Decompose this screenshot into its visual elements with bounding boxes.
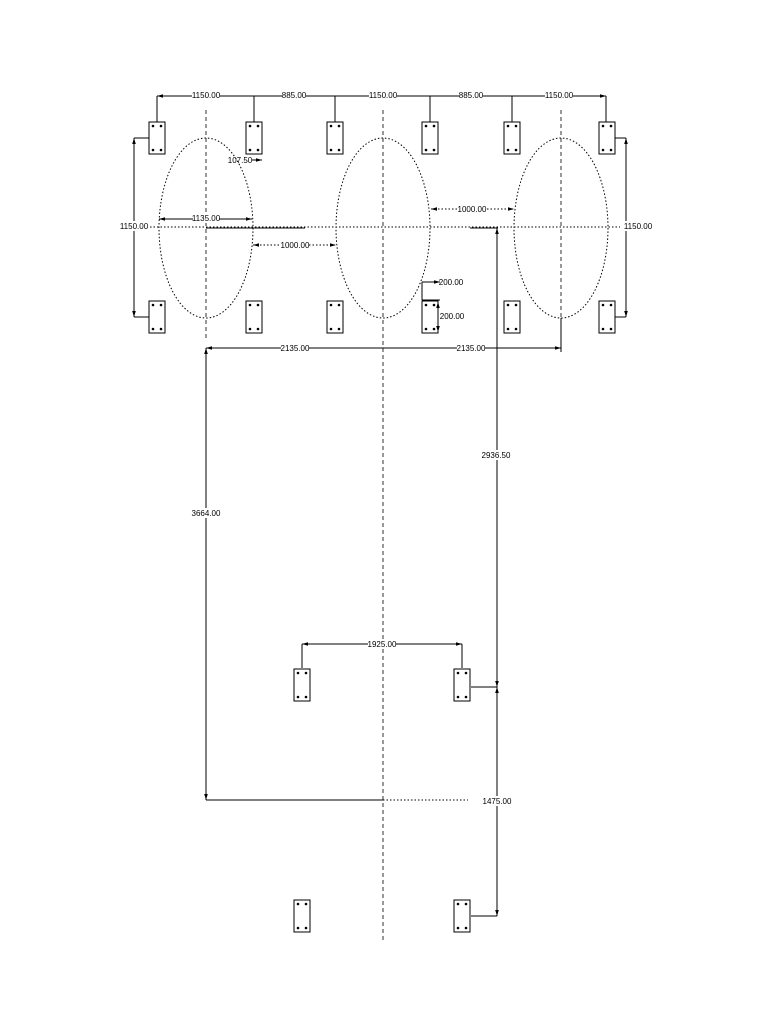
dimension-lower-vertical	[471, 686, 511, 917]
pad-top-6	[598, 121, 616, 155]
pad-bottom-3	[326, 300, 344, 334]
dim-span-2135-left: 2135.00	[281, 344, 310, 353]
pad-top-2	[245, 121, 263, 155]
dim-span-2135-right: 2135.00	[457, 344, 486, 353]
dimension-pad-size	[421, 280, 440, 332]
pad-bottom-2	[245, 300, 263, 334]
tank-outline-center	[335, 137, 431, 319]
dim-top-885-left: 885.00	[282, 91, 307, 100]
dim-top-885-right: 885.00	[459, 91, 484, 100]
dim-vert-3664: 3664.00	[192, 509, 221, 518]
dim-top-1150-mid: 1150.00	[369, 91, 398, 100]
pad-lower-4	[453, 899, 471, 933]
dim-right-1150: 1150.00	[624, 222, 653, 231]
dim-vert-1475: 1475.00	[483, 797, 512, 806]
dim-pad-200-w: 200.00	[439, 278, 464, 287]
dim-top-1150-right: 1150.00	[545, 91, 574, 100]
dimension-chain-top	[156, 90, 607, 122]
pad-bottom-5	[503, 300, 521, 334]
pad-lower-3	[293, 899, 311, 933]
pad-lower-2	[453, 668, 471, 702]
pad-top-4	[421, 121, 439, 155]
dim-offset-107: 107.50	[228, 156, 253, 165]
dim-pad-200-h: 200.00	[440, 312, 465, 321]
pad-bottom-6	[598, 300, 616, 334]
pad-top-3	[326, 121, 344, 155]
dim-gap-1000-left: 1000.00	[281, 241, 310, 250]
tank-outline-right	[513, 137, 609, 319]
pad-lower-1	[293, 668, 311, 702]
pad-top-1	[148, 121, 166, 155]
pad-bottom-1	[148, 300, 166, 334]
dim-radius-1135: 1135.00	[192, 214, 221, 223]
dim-top-1150-left: 1150.00	[192, 91, 221, 100]
pad-bottom-4	[421, 300, 439, 334]
dim-gap-1000-right: 1000.00	[458, 205, 487, 214]
dim-left-1150: 1150.00	[120, 222, 149, 231]
dimension-right-vertical	[615, 137, 652, 318]
dim-vert-2936: 2936.50	[482, 451, 511, 460]
tank-outline-left	[158, 137, 254, 319]
pad-top-5	[503, 121, 521, 155]
dimension-lower-width	[301, 639, 463, 668]
dimension-left-vertical	[120, 137, 149, 318]
dim-width-1925: 1925.00	[368, 640, 397, 649]
